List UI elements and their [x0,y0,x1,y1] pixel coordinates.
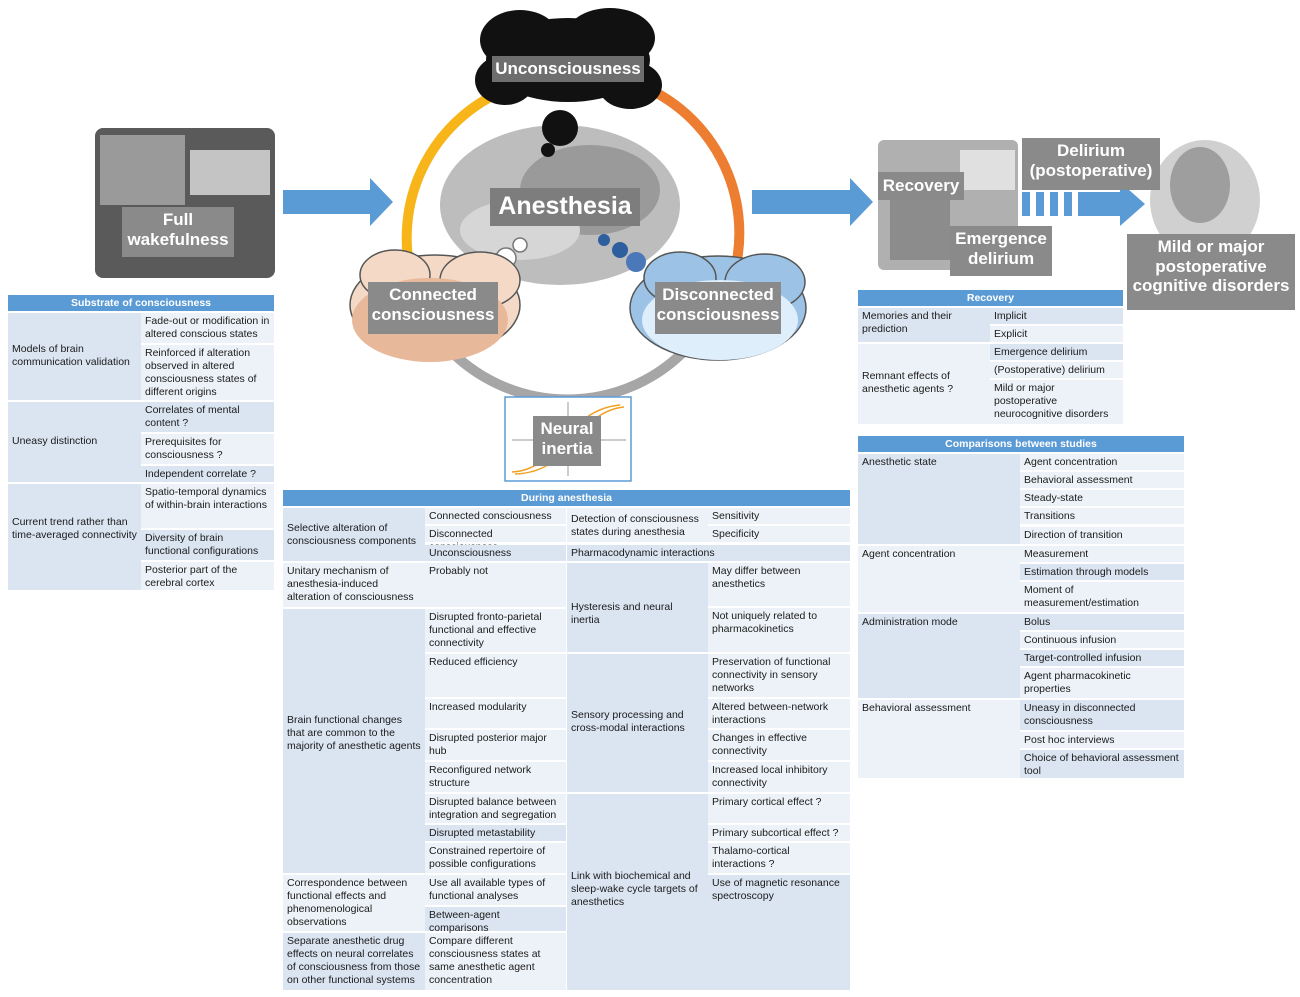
substrate-item: Correlates of mental content ? [141,402,274,432]
comparisons-item: Measurement [1020,546,1184,562]
during-right-item: Not uniquely related to pharmacokinetics [708,608,850,652]
comparisons-item: Post hoc interviews [1020,732,1184,748]
substrate-item: Independent correlate ? [141,466,274,482]
during-right-label: Link with biochemical and sleep-wake cyc… [567,794,708,990]
during-left-item: Constrained repertoire of possible confi… [425,843,566,873]
during-left-item: Use all available types of functional an… [425,875,566,905]
during-left-item: Disrupted posterior major hub [425,730,566,760]
connected-consciousness-label: Connected consciousness [368,282,498,334]
substrate-header: Substrate of consciousness [8,295,274,311]
during-left-item: Reconfigured network structure [425,762,566,792]
recovery-item: Emergence delirium [990,344,1123,360]
comparisons-header: Comparisons between studies [858,436,1184,452]
during-right-item: Use of magnetic resonance spectroscopy [708,875,850,990]
comparisons-item: Direction of transition [1020,527,1184,544]
comparisons-item: Behavioral assessment [1020,472,1184,488]
delirium-postoperative-label: Delirium (postoperative) [1022,138,1160,190]
comparisons-item: Estimation through models [1020,564,1184,580]
during-right-item: Specificity [708,526,850,542]
anesthesia-label: Anesthesia [490,188,640,226]
recovery-item: Mild or major postoperative neurocogniti… [990,380,1123,424]
during-left-item: Unconsciousness [425,545,566,561]
during-right-label: Sensory processing and cross-modal inter… [567,654,708,792]
neural-inertia-label: Neural inertia [533,416,601,466]
comparisons-item: Bolus [1020,614,1184,630]
comparisons-item: Transitions [1020,508,1184,524]
recovery-item: (Postoperative) delirium [990,362,1123,378]
comparisons-item: Moment of measurement/estimation [1020,582,1184,612]
during-right-item: Preservation of functional connectivity … [708,654,850,697]
comparisons-item: Uneasy in disconnected consciousness [1020,700,1184,730]
arrow-to-anesthesia [283,178,393,226]
during-left-item: Increased modularity [425,699,566,728]
during-right-item: Changes in effective connectivity [708,730,850,760]
substrate-label-2: Uneasy distinction [8,402,141,482]
during-left-item: Disrupted metastability [425,825,566,841]
comparisons-item: Agent pharmacokinetic properties [1020,668,1184,698]
during-left-item: Reduced efficiency [425,654,566,697]
unconsciousness-label: Unconsciousness [492,56,644,82]
during-right-label: Hysteresis and neural inertia [567,563,708,652]
emergence-delirium-label: Emergence delirium [950,226,1052,276]
during-right-item: Altered between-network interactions [708,699,850,728]
during-left-item: Probably not [425,563,566,607]
ring-arc-gray [441,341,694,405]
during-right-item: Primary cortical effect ? [708,794,850,823]
recovery-label: Memories and their prediction [858,308,990,342]
recovery-item: Implicit [990,308,1123,324]
during-left-label: Correspondence between functional effect… [283,875,425,931]
during-right-item: Increased local inhibitory connectivity [708,762,850,792]
comparisons-label: Agent concentration [858,546,1020,612]
disconnected-consciousness-label: Disconnected consciousness [655,282,781,334]
during-header: During anesthesia [283,490,850,506]
during-left-item: Disconnected consciousness [425,526,566,553]
during-left-label: Selective alteration of consciousness co… [283,508,425,561]
substrate-item: Reinforced if alteration observed in alt… [141,345,274,400]
comparisons-label: Behavioral assessment [858,700,1020,778]
substrate-label-1: Models of brain communication validation [8,313,141,400]
comparisons-item: Continuous infusion [1020,632,1184,648]
comparisons-label: Anesthetic state [858,454,1020,544]
ring-arc-yellow [401,85,507,272]
during-left-item: Disrupted balance between integration an… [425,794,566,823]
substrate-item: Fade-out or modification in altered cons… [141,313,274,343]
recovery-table-header: Recovery [858,290,1123,306]
ring-arc-orange [638,80,745,272]
comparisons-item: Choice of behavioral assessment tool [1020,750,1184,778]
substrate-item: Prerequisites for consciousness ? [141,434,274,464]
during-right-item: Primary subcortical effect ? [708,825,850,841]
during-left-label: Separate anesthetic drug effects on neur… [283,933,425,990]
substrate-item: Diversity of brain functional configurat… [141,530,274,560]
cognitive-disorders-label: Mild or major postoperative cognitive di… [1127,234,1295,310]
during-right-item: May differ between anesthetics [708,563,850,606]
arrow-to-recovery [752,178,873,226]
during-right-label: Detection of consciousness states during… [567,508,708,542]
recovery-label: Remnant effects of anesthetic agents ? [858,344,990,424]
comparisons-label: Administration mode [858,614,1020,698]
during-left-label: Unitary mechanism of anesthesia-induced … [283,563,425,607]
during-left-item: Compare different consciousness states a… [425,933,566,990]
during-left-item: Between-agent comparisons [425,907,566,934]
recovery-label: Recovery [878,172,964,200]
comparisons-item: Target-controlled infusion [1020,650,1184,666]
during-left-item: Disrupted fronto-parietal functional and… [425,609,566,652]
comparisons-item: Steady-state [1020,490,1184,506]
during-right-item: Thalamo-cortical interactions ? [708,843,850,873]
substrate-item: Spatio-temporal dynamics of within-brain… [141,484,274,528]
recovery-item: Explicit [990,326,1123,342]
during-right-label: Pharmacodynamic interactions [567,545,850,561]
during-right-item: Sensitivity [708,508,850,524]
comparisons-item: Agent concentration [1020,454,1184,470]
substrate-label-3: Current trend rather than time-averaged … [8,484,141,590]
substrate-item: Posterior part of the cerebral cortex [141,562,274,590]
full-wakefulness-label: Full wakefulness [122,207,234,257]
arrow-to-cognitive-disorders [1078,182,1145,226]
during-left-item: Connected consciousness [425,508,566,524]
during-left-label: Brain functional changes that are common… [283,609,425,873]
